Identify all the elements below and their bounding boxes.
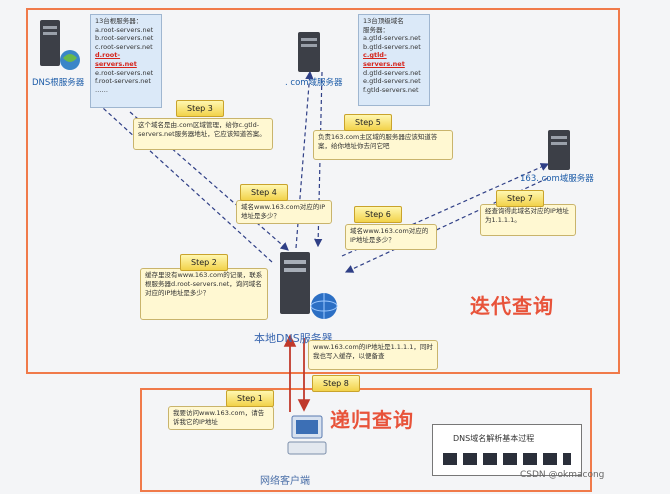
step-3-badge: Step 3 xyxy=(176,100,224,117)
note-step2: 缓存里没有www.163.com的记录，联系根服务器d.root-servers… xyxy=(140,268,268,320)
step-5-badge: Step 5 xyxy=(344,114,392,131)
note-step1: 我要访问www.163.com，请告诉我它的IP地址 xyxy=(168,406,274,430)
note-step3: 这个域名是由.com区域管理，给你c.gtld-servers.net服务器地址… xyxy=(133,118,273,150)
com-server-list-item: a.gtld-servers.net xyxy=(363,34,421,43)
recursive-query-label: 递归查询 xyxy=(330,408,414,432)
note-step5: 负责163.com主区域的服务器应该知道答案，给你地址你去问它吧 xyxy=(313,130,453,160)
com-server-list-item: f.gtld-servers.net xyxy=(363,85,419,94)
com-server-list-item: d.gtld-servers.net xyxy=(363,68,421,77)
arrow-step2 xyxy=(91,97,273,263)
note-step6: 域名www.163.com对应的IP地址是多少？ xyxy=(345,224,437,250)
iterative-query-frame xyxy=(26,8,620,374)
com-server-list-item: 服务器： xyxy=(363,25,389,34)
root-server-list-item: c.root-servers.net xyxy=(95,42,153,51)
legend-box: DNS域名解析基本过程 xyxy=(432,424,582,476)
root-server-list-item: a.root-servers.net xyxy=(95,25,154,34)
legend-title: DNS域名解析基本过程 xyxy=(453,434,535,443)
com-server-list-item: b.gtld-servers.net xyxy=(363,42,421,51)
step-2-badge: Step 2 xyxy=(180,254,228,271)
note-step8: www.163.com的IP地址是1.1.1.1，同时我也写入缓存，以便备查 xyxy=(308,340,438,370)
root-server-icon xyxy=(36,20,84,80)
root-server-list-item: e.root-servers.net xyxy=(95,68,154,77)
s163-server-label: 163. com域服务器 xyxy=(520,174,594,184)
step-4-badge: Step 4 xyxy=(240,184,288,201)
client-computer-icon xyxy=(286,412,330,462)
root-server-list-item: d.root-servers.net xyxy=(95,51,137,68)
root-server-list-item: 13台根服务器： xyxy=(95,17,143,25)
root-server-list-item: …… xyxy=(95,85,108,94)
step-1-badge: Step 1 xyxy=(226,390,274,407)
note-step4: 域名www.163.com对应的IP地址是多少？ xyxy=(236,200,332,224)
root-server-label: DNS根服务器 xyxy=(32,78,85,88)
com-server-list-item: c.gtld-servers.net xyxy=(363,51,405,68)
com-server-icon xyxy=(298,32,322,76)
com-server-list-item: 13台顶级域名 xyxy=(363,17,404,25)
com-server-label: . com域服务器 xyxy=(285,78,343,88)
local-dns-server-icon xyxy=(274,248,344,332)
client-label: 网络客户端 xyxy=(260,476,310,487)
s163-server-icon xyxy=(548,130,572,174)
iterative-query-label: 迭代查询 xyxy=(470,294,554,318)
step-6-badge: Step 6 xyxy=(354,206,402,223)
watermark: CSDN @okmacong xyxy=(520,470,605,480)
step-8-badge: Step 8 xyxy=(312,375,360,392)
root-server-list-item: f.root-servers.net xyxy=(95,77,151,86)
com-server-list-item: e.gtld-servers.net xyxy=(363,77,421,86)
step-7-badge: Step 7 xyxy=(496,190,544,207)
recursive-query-frame xyxy=(140,388,592,492)
root-server-list-item: b.root-servers.net xyxy=(95,34,154,43)
note-step7: 经查询得此域名对应的IP地址为1.1.1.1。 xyxy=(480,204,576,236)
legend-bars xyxy=(443,453,571,465)
